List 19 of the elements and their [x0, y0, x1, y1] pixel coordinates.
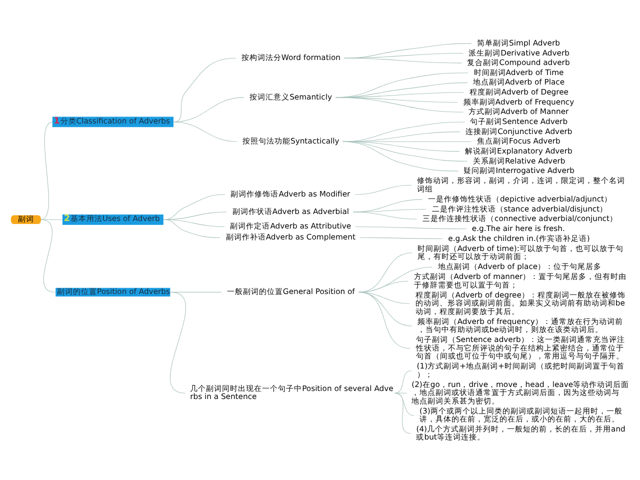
connector — [40, 218, 55, 292]
connector — [358, 291, 410, 348]
connector — [342, 121, 465, 142]
connector — [343, 57, 462, 63]
connector — [352, 211, 417, 219]
connector — [394, 370, 412, 393]
connector — [162, 194, 225, 220]
connector — [172, 121, 237, 142]
connector — [359, 236, 442, 238]
connector — [342, 140, 458, 171]
connector — [354, 184, 412, 194]
connector — [169, 291, 186, 393]
connector — [358, 252, 412, 292]
connector — [162, 218, 220, 238]
connector — [162, 211, 226, 220]
connector — [354, 226, 466, 229]
connector — [394, 392, 411, 434]
connector — [335, 96, 463, 112]
connector — [40, 121, 52, 220]
